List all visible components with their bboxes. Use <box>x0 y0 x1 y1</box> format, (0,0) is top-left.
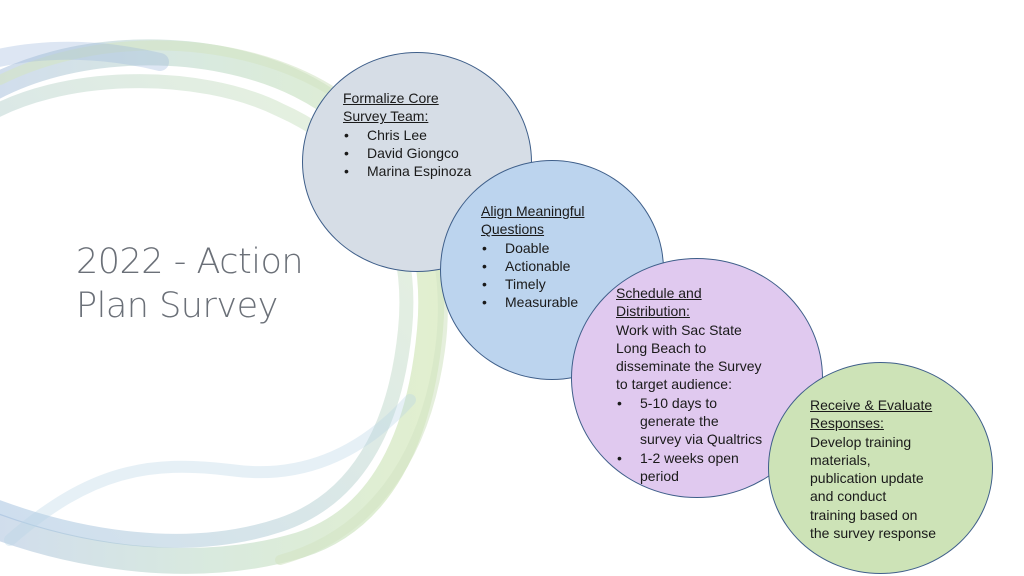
step-body-line: materials, <box>810 451 871 468</box>
title-line-1: 2022 - Action <box>76 242 304 282</box>
list-item: David Giongco <box>343 144 471 163</box>
step-text-team: Formalize Core Survey Team: Chris Lee Da… <box>343 89 471 181</box>
step-heading-line: Questions <box>481 221 545 238</box>
step-text-distribution: Schedule and Distribution: Work with Sac… <box>616 284 762 485</box>
list-item: Actionable <box>481 257 585 276</box>
step-bullet-list: 5-10 days to generate the survey via Qua… <box>616 394 762 485</box>
step-bullet-list: Chris Lee David Giongco Marina Espinoza <box>343 126 471 181</box>
step-body-line: disseminate the Survey <box>616 358 762 375</box>
step-heading-line: Receive & Evaluate <box>810 397 933 413</box>
list-item: Measurable <box>481 293 585 312</box>
step-heading-line: Formalize Core <box>343 90 439 106</box>
step-body-line: Work with Sac State <box>616 321 742 338</box>
list-item: 5-10 days to generate the survey via Qua… <box>616 394 762 449</box>
step-bullet-list: Doable Actionable Timely Measurable <box>481 239 585 312</box>
list-item: Doable <box>481 239 585 258</box>
step-body-line: Develop training <box>810 433 912 450</box>
step-text-responses: Receive & Evaluate Responses: Develop tr… <box>810 396 936 542</box>
list-item: Timely <box>481 275 585 294</box>
step-heading-line: Align Meaningful <box>481 203 585 219</box>
step-heading-line: Responses: <box>810 415 884 432</box>
list-item: Marina Espinoza <box>343 162 471 181</box>
step-body-line: training based on <box>810 506 918 523</box>
step-text-questions: Align Meaningful Questions Doable Action… <box>481 202 585 312</box>
slide-title: 2022 - Action Plan Survey <box>76 240 336 328</box>
step-heading-line: Survey Team: <box>343 108 429 125</box>
step-heading-line: Distribution: <box>616 303 690 320</box>
step-body-line: the survey response <box>810 525 937 542</box>
step-body-line: Long Beach to <box>616 339 707 356</box>
list-item: Chris Lee <box>343 126 471 145</box>
list-item: 1-2 weeks open period <box>616 449 762 486</box>
step-body-line: to target audience: <box>616 376 732 393</box>
step-body-line: publication update <box>810 470 924 487</box>
title-line-2: Plan Survey <box>76 286 278 326</box>
step-circle-responses <box>768 362 993 574</box>
step-heading-line: Schedule and <box>616 285 702 301</box>
step-body-line: and conduct <box>810 488 887 505</box>
